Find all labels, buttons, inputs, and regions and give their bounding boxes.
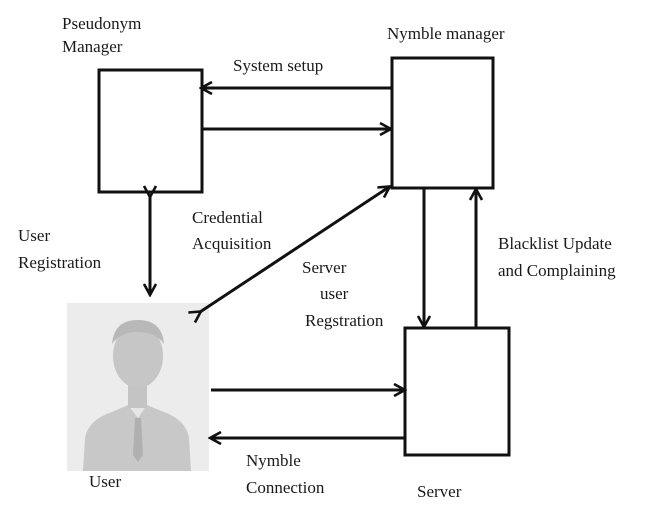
system-setup-label: System setup xyxy=(233,56,324,75)
credential-acquisition-label-line2: Acquisition xyxy=(192,234,272,253)
blacklist-update-label-line2: and Complaining xyxy=(498,261,616,280)
user-silhouette-icon xyxy=(67,303,209,471)
pseudonym-manager-box xyxy=(97,68,204,194)
user-registration-label-line1: User xyxy=(18,226,51,245)
server-box xyxy=(403,326,511,457)
user-label: User xyxy=(89,472,122,491)
server-user-registration-label-line1: Server xyxy=(302,258,347,277)
pseudonym-manager-label-line1: Pseudonym xyxy=(62,14,142,33)
nymble-connection-label-line2: Connection xyxy=(246,478,325,497)
server-user-registration-label-line2: user xyxy=(320,284,349,303)
nymble-manager-label: Nymble manager xyxy=(387,24,505,43)
edges xyxy=(150,88,476,438)
nymble-manager-box xyxy=(390,56,495,190)
blacklist-update-label-line1: Blacklist Update xyxy=(498,234,612,253)
user-registration-label-line2: Registration xyxy=(18,253,102,272)
nymble-connection-label-line1: Nymble xyxy=(246,451,301,470)
server-label: Server xyxy=(417,482,462,501)
credential-acquisition-label-line1: Credential xyxy=(192,208,263,227)
server-user-registration-label-line3: Regstration xyxy=(305,311,384,330)
credential-acquisition-arrow xyxy=(200,187,389,312)
pseudonym-manager-label-line2: Manager xyxy=(62,37,123,56)
